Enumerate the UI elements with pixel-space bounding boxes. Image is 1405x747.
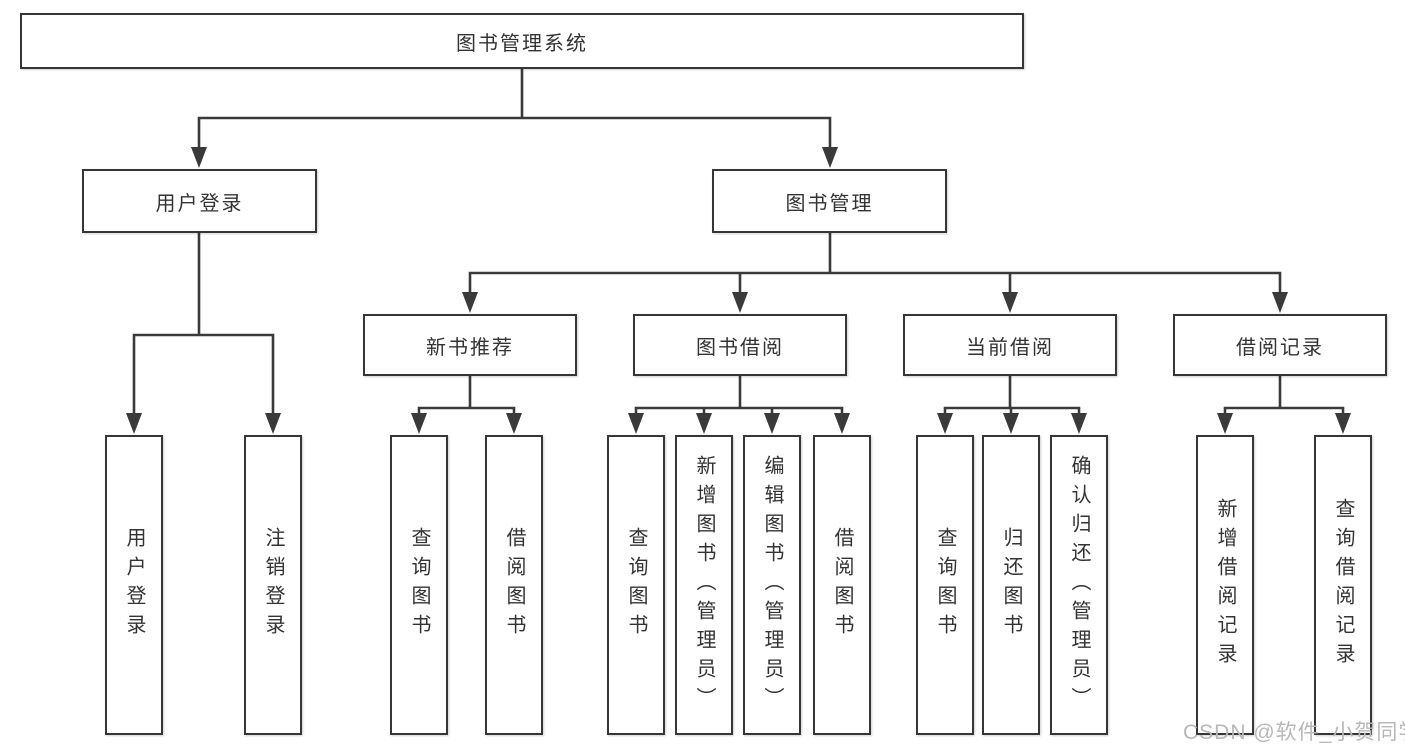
arrowhead-user-login — [191, 147, 207, 168]
node-leaf-confirm-return-admin: 确认归还（管理员） — [1050, 435, 1108, 735]
arrowhead-current-query — [937, 413, 953, 434]
node-leaf-add-borrow-record: 新增借阅记录 — [1196, 435, 1254, 735]
node-leaf-rec-query-books-label: 查询图书 — [408, 527, 430, 643]
arrowhead-book-management — [822, 147, 838, 168]
node-leaf-add-books-admin: 新增图书（管理员） — [675, 435, 733, 735]
node-leaf-confirm-return-admin-label: 确认归还（管理员） — [1068, 454, 1090, 716]
node-current-borrow-label: 当前借阅 — [966, 336, 1054, 359]
node-leaf-user-login-label: 用户登录 — [123, 527, 145, 643]
node-leaf-edit-books-admin-label: 编辑图书（管理员） — [761, 454, 783, 716]
arrowhead-current-borrow — [1002, 292, 1018, 313]
node-book-management: 图书管理 — [712, 169, 947, 233]
node-leaf-borrow-query-books-label: 查询图书 — [625, 527, 647, 643]
arrowhead-current-confirm — [1071, 413, 1087, 434]
node-leaf-current-query-books-label: 查询图书 — [934, 527, 956, 643]
connector-records-rail — [1223, 406, 1345, 413]
arrowhead-borrow-add — [696, 413, 712, 434]
arrowhead-leaf-login — [126, 413, 142, 434]
node-leaf-query-borrow-record: 查询借阅记录 — [1314, 435, 1372, 735]
node-root-label: 图书管理系统 — [456, 32, 588, 55]
connector-level3-rail — [468, 271, 1282, 292]
arrowhead-leaf-logout — [265, 413, 281, 434]
connector-login-rail — [132, 333, 275, 414]
node-leaf-borrow-books: 借阅图书 — [813, 435, 871, 735]
arrowhead-borrow-query — [628, 413, 644, 434]
node-book-borrow: 图书借阅 — [633, 314, 847, 376]
connector-rec-rail — [417, 406, 516, 413]
node-book-management-label: 图书管理 — [785, 192, 874, 215]
node-user-login: 用户登录 — [82, 169, 317, 233]
arrowhead-book-borrow — [732, 292, 748, 313]
node-leaf-user-login: 用户登录 — [105, 435, 163, 735]
arrowhead-rec-query — [411, 413, 427, 434]
node-leaf-return-books: 归还图书 — [982, 435, 1040, 735]
arrowhead-rec-borrow — [506, 413, 522, 434]
node-leaf-current-query-books: 查询图书 — [916, 435, 974, 735]
node-leaf-query-borrow-record-label: 查询借阅记录 — [1332, 498, 1354, 672]
arrowhead-borrow-records — [1272, 292, 1288, 313]
arrowhead-borrow-edit — [764, 413, 780, 434]
arrowhead-records-query — [1335, 413, 1351, 434]
connector-current-rail — [943, 406, 1081, 413]
node-leaf-logout: 注销登录 — [244, 435, 302, 735]
connector-borrow-rail — [634, 406, 844, 413]
node-leaf-borrow-query-books: 查询图书 — [607, 435, 665, 735]
node-new-book-recommend: 新书推荐 — [363, 314, 577, 376]
arrowhead-current-return — [1003, 413, 1019, 434]
node-borrow-records: 借阅记录 — [1173, 314, 1387, 376]
node-borrow-records-label: 借阅记录 — [1236, 336, 1324, 359]
node-leaf-add-borrow-record-label: 新增借阅记录 — [1214, 498, 1236, 672]
node-leaf-rec-borrow-books-label: 借阅图书 — [503, 527, 525, 643]
arrowhead-new-book — [462, 292, 478, 313]
node-leaf-edit-books-admin: 编辑图书（管理员） — [743, 435, 801, 735]
node-book-borrow-label: 图书借阅 — [696, 336, 784, 359]
node-leaf-logout-label: 注销登录 — [262, 527, 284, 643]
connector-level2-rail — [197, 116, 832, 148]
watermark: CSDN @软件_小贺同学 — [1183, 721, 1405, 744]
node-root: 图书管理系统 — [20, 13, 1024, 69]
node-user-login-label: 用户登录 — [155, 192, 244, 215]
node-leaf-borrow-books-label: 借阅图书 — [831, 527, 853, 643]
node-leaf-add-books-admin-label: 新增图书（管理员） — [693, 454, 715, 716]
node-leaf-rec-query-books: 查询图书 — [390, 435, 448, 735]
node-leaf-rec-borrow-books: 借阅图书 — [485, 435, 543, 735]
arrowhead-borrow-borrow — [834, 413, 850, 434]
node-new-book-recommend-label: 新书推荐 — [426, 336, 514, 359]
node-leaf-return-books-label: 归还图书 — [1000, 527, 1022, 643]
node-current-borrow: 当前借阅 — [903, 314, 1117, 376]
arrowhead-records-add — [1217, 413, 1233, 434]
